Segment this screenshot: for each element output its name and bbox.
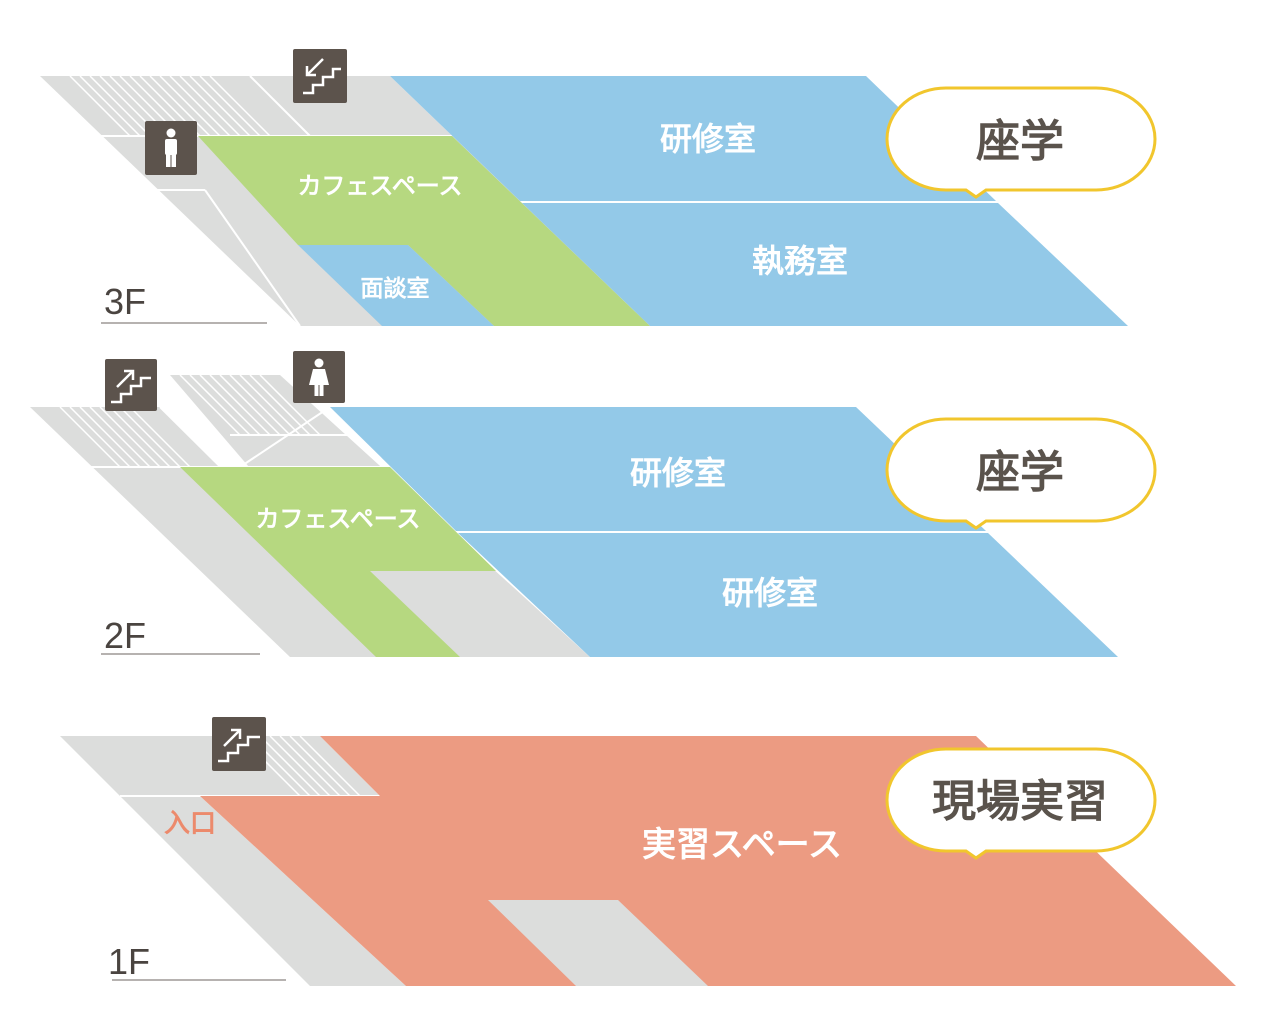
stairs-up-icon [105, 359, 157, 411]
callout-text-3f: 座学 [976, 116, 1064, 167]
corridor-1f [60, 736, 406, 986]
room-label-meeting-3f: 面談室 [361, 275, 430, 302]
room-training-3f [390, 76, 996, 201]
callout-bubble-1f [885, 747, 1157, 860]
floor-label-1f: 1F [108, 941, 150, 982]
entrance-label: 入口 [164, 809, 216, 839]
floor-1f: 実習スペース 入口 1F 現場実習 [60, 717, 1236, 986]
room-label-training-3f: 研修室 [660, 120, 756, 158]
callout-3f: 座学 [885, 86, 1157, 199]
stair-treads-2f-mid [179, 374, 321, 436]
stairs-down-icon [293, 49, 347, 103]
room-cafe-2f [180, 467, 496, 657]
floor-label-2f: 2F [104, 615, 146, 656]
room-label-training-lower-2f: 研修室 [722, 574, 818, 612]
floor-2f: 研修室 研修室 カフェスペース 2F 座学 [30, 351, 1157, 658]
room-label-cafe-3f: カフェスペース [297, 172, 462, 200]
floor-label-3f: 3F [104, 281, 146, 322]
stair-treads-2f-left [59, 406, 191, 468]
stairs-up-icon [212, 717, 266, 771]
room-cafe-3f [198, 136, 650, 326]
room-meeting-3f [298, 245, 494, 326]
womens-restroom-icon [293, 351, 345, 403]
callout-1f: 現場実習 [885, 747, 1157, 860]
callout-text-2f: 座学 [976, 447, 1064, 498]
room-storage-1f [488, 900, 708, 986]
callout-text-1f: 現場実習 [932, 776, 1108, 827]
room-training-upper-2f [330, 407, 986, 531]
mens-restroom-icon [145, 121, 197, 175]
room-label-office-3f: 執務室 [752, 242, 848, 280]
floor-3f: 研修室 執務室 カフェスペース 面談室 3F 座学 [40, 49, 1157, 327]
callout-2f: 座学 [885, 417, 1157, 530]
callout-bubble-2f [885, 417, 1157, 530]
room-training-lower-2f [458, 533, 1118, 657]
room-label-training-upper-2f: 研修室 [630, 454, 726, 492]
room-office-3f [522, 203, 1128, 326]
callout-bubble-3f [885, 86, 1157, 199]
room-label-practice-1f: 実習スペース [642, 825, 842, 865]
room-label-cafe-2f: カフェスペース [255, 505, 420, 533]
stair-treads-3f [69, 75, 271, 137]
